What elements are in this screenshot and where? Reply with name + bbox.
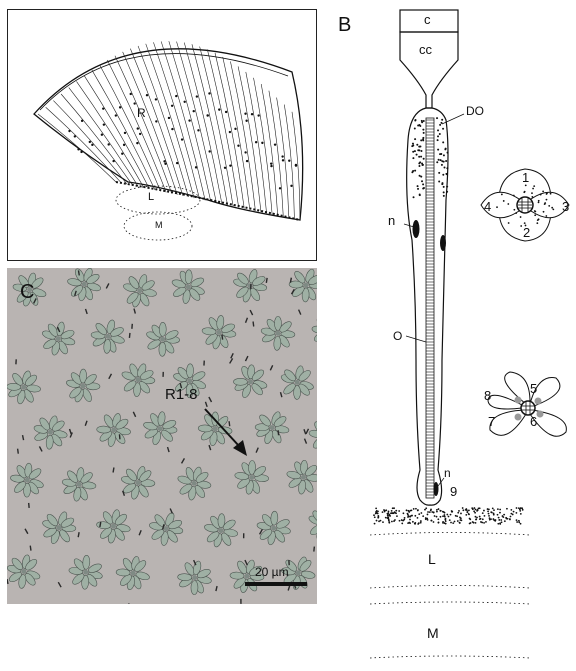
scale-bar-label: 20 µm — [255, 565, 289, 579]
rosette-number-3: 3 — [562, 199, 569, 214]
rosette-number-1: 1 — [522, 170, 529, 185]
nucleus — [440, 235, 446, 251]
r9-nucleus-label: n — [444, 466, 451, 480]
lens-label: c — [424, 12, 431, 27]
ommatidium-label: O — [393, 329, 402, 343]
nucleus-label: n — [388, 213, 395, 228]
retina-label: R — [137, 106, 146, 120]
micrograph-image — [7, 268, 317, 604]
rosette-number-7: 7 — [488, 414, 495, 429]
r1-8-label: R1-8 — [165, 386, 198, 403]
nucleus — [413, 220, 420, 238]
lamina-label-b: L — [428, 551, 436, 567]
rosette-number-4: 4 — [484, 199, 491, 214]
panel-c-micrograph: C R1-8 20 µm — [7, 268, 317, 604]
rosette-r5-8 — [488, 372, 566, 436]
panel-c-letter: C — [20, 281, 34, 304]
rosette-number-5: 5 — [530, 381, 537, 396]
nucleus — [434, 482, 439, 496]
lamina-label: L — [148, 191, 154, 203]
distal-ommatidium-label: DO — [466, 104, 484, 118]
medulla-label: M — [155, 220, 163, 230]
medulla-label-b: M — [427, 625, 439, 641]
rosette-number-6: 6 — [530, 414, 537, 429]
ommatidium-drawing — [330, 0, 576, 671]
rosette-number-2: 2 — [523, 225, 530, 240]
retina-drawing — [8, 10, 318, 262]
crystalline-cone-label: cc — [419, 42, 432, 57]
rosette-number-8: 8 — [484, 388, 491, 403]
panel-a-eye-section: R L M — [7, 9, 317, 261]
r9-label: 9 — [450, 484, 457, 499]
